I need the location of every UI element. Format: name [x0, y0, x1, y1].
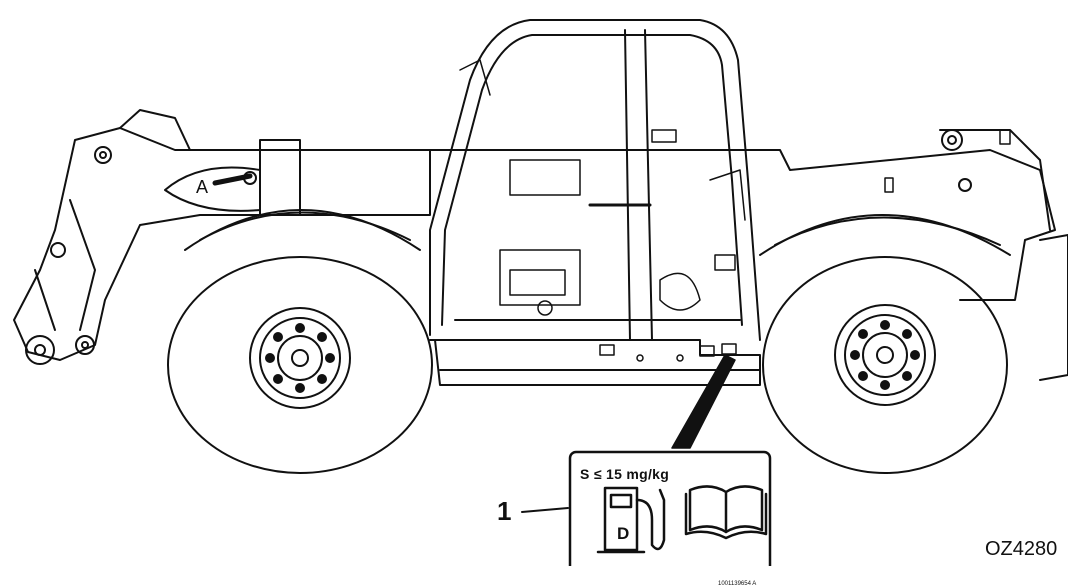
- rear-wheel: [762, 256, 1008, 474]
- telehandler-diagram: A: [13, 19, 1068, 566]
- callout-line: [521, 507, 569, 513]
- pump-letter: D: [617, 524, 630, 543]
- cab: [429, 19, 761, 341]
- boom-arm: A: [13, 109, 431, 365]
- fuel-pump-icon: [596, 486, 666, 554]
- arm-label: A: [196, 177, 208, 197]
- decal-leader: [671, 354, 736, 449]
- sulfur-limit-text: S ≤ 15 mg/kg: [580, 466, 670, 482]
- manual-book-icon: [684, 485, 768, 540]
- figure-code: OZ4280: [985, 538, 1058, 560]
- fuel-decal: [568, 450, 772, 566]
- front-wheel: [167, 256, 433, 474]
- front-fender: [184, 209, 421, 251]
- decal-part-number: 1001139654 A: [718, 581, 757, 587]
- chassis: [279, 129, 1068, 386]
- callout-number: 1: [497, 496, 512, 526]
- rear-fender: [759, 214, 1011, 256]
